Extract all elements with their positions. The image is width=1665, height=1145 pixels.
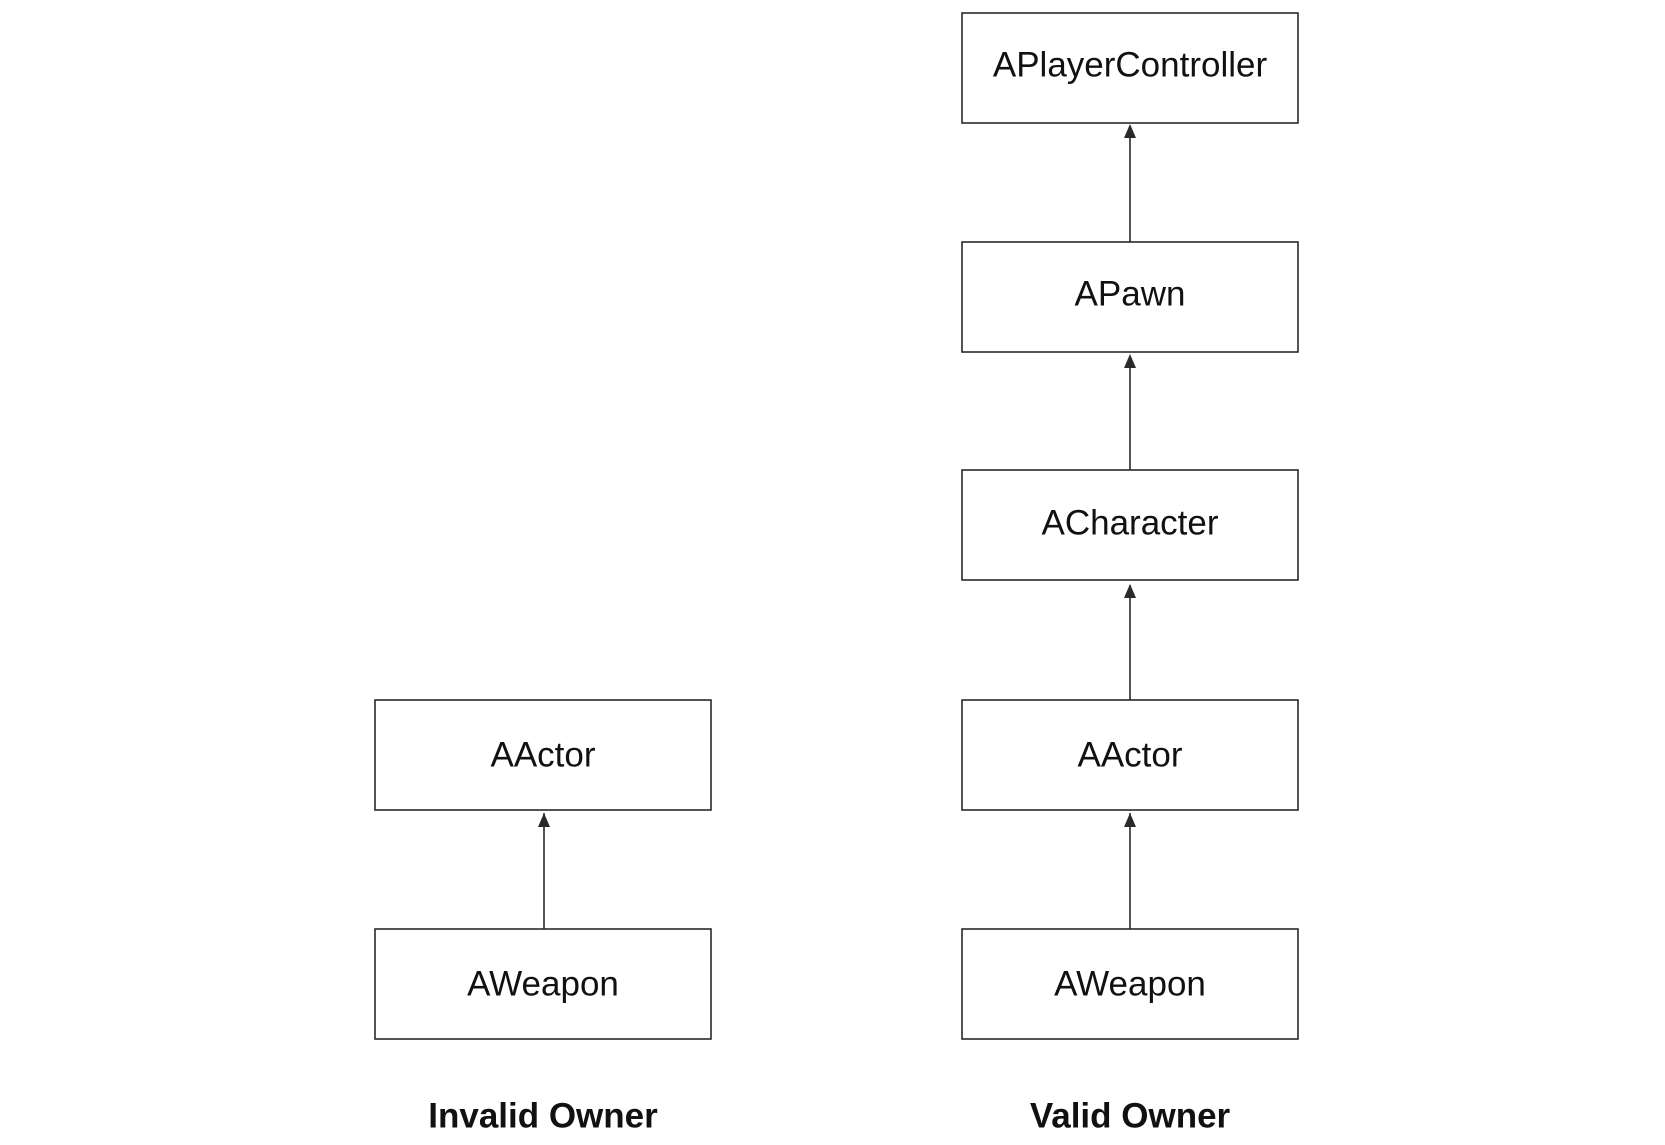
node-label: APawn	[1075, 274, 1186, 313]
node-label: AActor	[490, 735, 595, 774]
column-valid-owner: APlayerController APawn ACharacter AActo…	[961, 12, 1299, 1135]
caption-valid-owner: Valid Owner	[1030, 1096, 1231, 1135]
column-invalid-owner: AActor AWeapon Invalid Owner	[374, 699, 712, 1135]
node-label: AWeapon	[467, 964, 619, 1003]
node-aactor-invalid: AActor	[374, 699, 712, 811]
node-acharacter: ACharacter	[961, 469, 1299, 581]
node-aweapon-invalid: AWeapon	[374, 928, 712, 1040]
caption-invalid-owner: Invalid Owner	[428, 1096, 658, 1135]
arrowhead-icon	[1124, 124, 1136, 138]
node-label: ACharacter	[1041, 503, 1218, 542]
node-aactor-valid: AActor	[961, 699, 1299, 811]
arrowhead-icon	[1124, 584, 1136, 598]
node-label: APlayerController	[993, 45, 1268, 84]
node-aplayercontroller: APlayerController	[961, 12, 1299, 124]
node-label: AActor	[1077, 735, 1182, 774]
arrowhead-icon	[1124, 813, 1136, 827]
arrowhead-icon	[1124, 354, 1136, 368]
node-apawn: APawn	[961, 241, 1299, 353]
node-label: AWeapon	[1054, 964, 1206, 1003]
arrowhead-icon	[538, 813, 550, 827]
node-aweapon-valid: AWeapon	[961, 928, 1299, 1040]
